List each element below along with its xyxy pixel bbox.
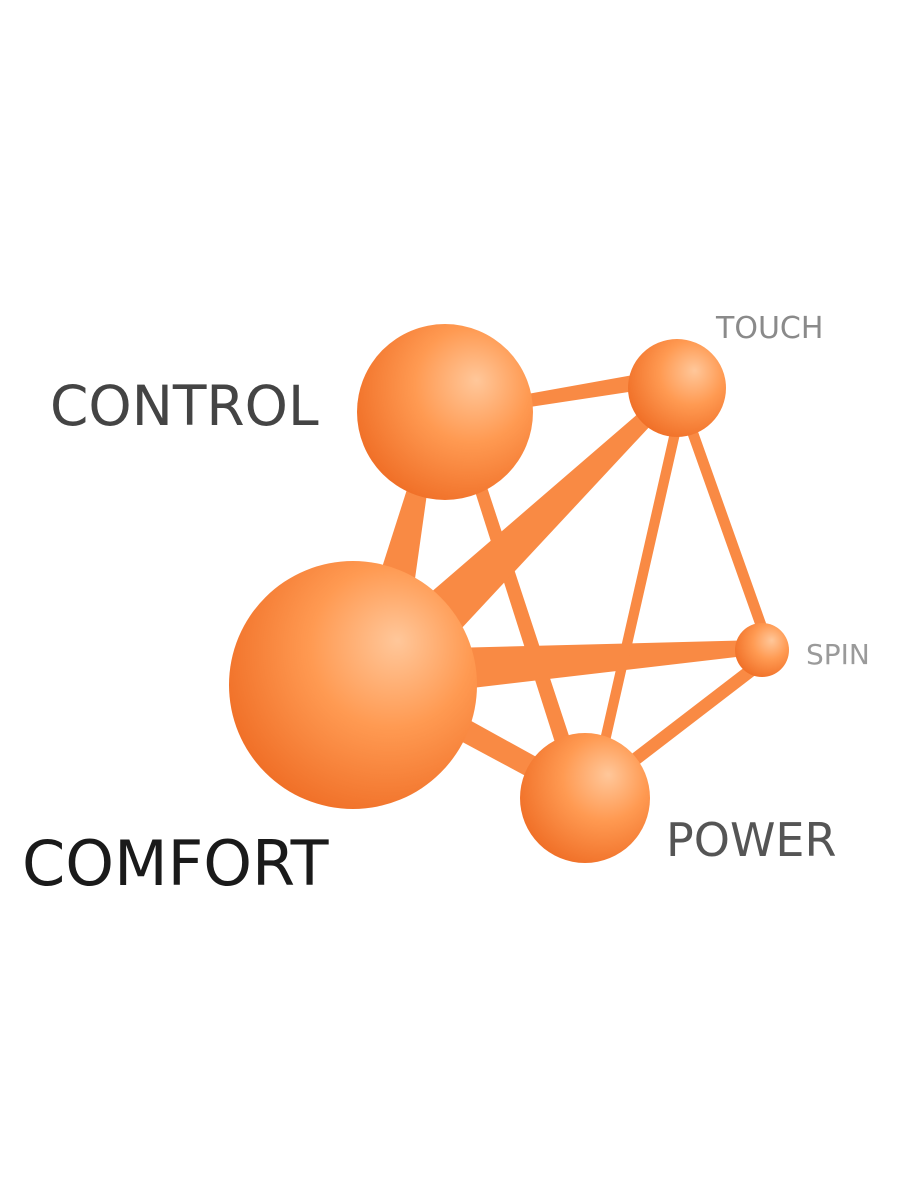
rod-comfort-spin xyxy=(450,640,762,690)
touch-sphere xyxy=(628,339,726,437)
rod-control-touch xyxy=(505,372,655,410)
rod-spin-power xyxy=(616,660,762,776)
power-sphere xyxy=(520,733,650,863)
rod-touch-power xyxy=(594,432,680,768)
connector-rods xyxy=(378,372,772,788)
label-control: CONTROL xyxy=(50,374,319,438)
label-power: POWER xyxy=(666,813,836,867)
label-touch: TOUCH xyxy=(715,311,823,346)
rod-touch-spin xyxy=(686,426,772,644)
control-sphere xyxy=(357,324,533,500)
rod-comfort-touch xyxy=(422,412,652,630)
node-spheres xyxy=(229,324,789,863)
comfort-sphere xyxy=(229,561,477,809)
spin-sphere xyxy=(735,623,789,677)
label-spin: SPIN xyxy=(806,638,870,671)
label-comfort: COMFORT xyxy=(22,827,330,900)
node-labels: CONTROL COMFORT TOUCH SPIN POWER xyxy=(22,311,870,900)
